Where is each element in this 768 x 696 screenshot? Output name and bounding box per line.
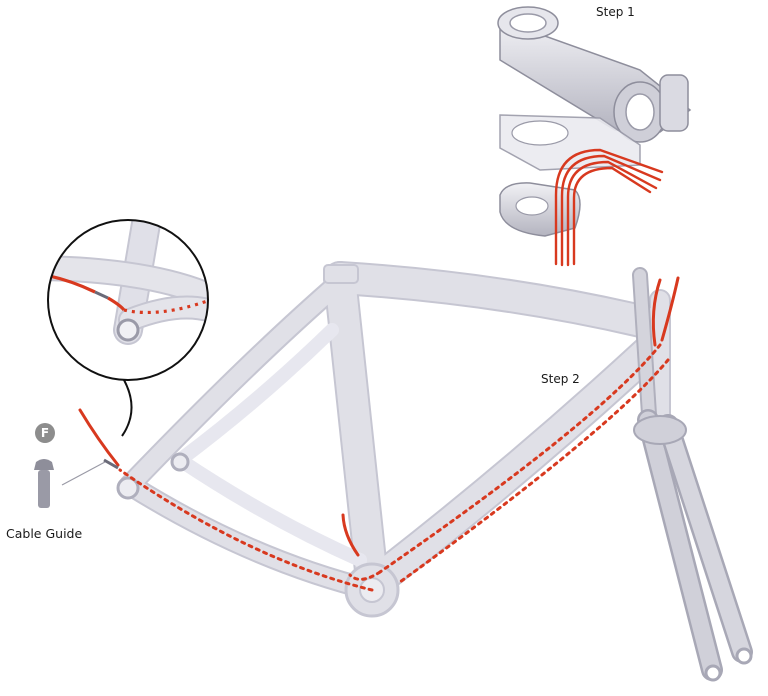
fork-icon <box>632 267 753 682</box>
cable-guide-bolt-icon <box>34 458 119 508</box>
zoom-detail-icon <box>47 219 209 437</box>
fastener-badge: F <box>35 423 55 443</box>
bicycle-frame-icon <box>116 261 671 618</box>
cable-guide-label: Cable Guide <box>6 526 83 541</box>
stem-icon <box>497 6 692 143</box>
step1-cables <box>554 148 664 267</box>
step2-label: Step 2 <box>541 372 580 386</box>
headset-cap-icon <box>499 182 581 237</box>
internal-cable-route <box>78 276 680 592</box>
step1-label: Step 1 <box>596 5 635 19</box>
